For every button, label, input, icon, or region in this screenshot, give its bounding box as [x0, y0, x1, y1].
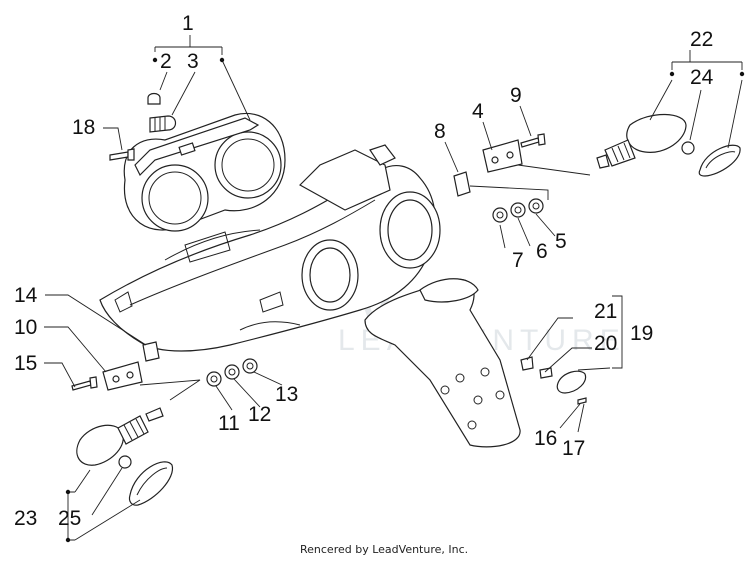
screw-16-17 — [577, 397, 587, 405]
plate-light-bulb-20 — [539, 367, 553, 379]
plate-light-holder-21 — [520, 356, 534, 371]
callout-23: 23 — [14, 507, 37, 530]
callout-5: 5 — [555, 230, 567, 253]
callout-labels: 1 2 3 4 5 6 7 8 9 10 11 12 13 14 15 16 1… — [14, 12, 714, 530]
callout-3: 3 — [187, 50, 199, 73]
bracket-10 — [102, 361, 143, 391]
callout-13: 13 — [275, 383, 298, 406]
callout-16: 16 — [534, 427, 557, 450]
clip-8 — [453, 171, 471, 197]
callout-9: 9 — [510, 84, 522, 107]
callout-12: 12 — [248, 403, 271, 426]
license-plate-holder — [364, 278, 521, 448]
bulb-24 — [681, 141, 695, 155]
callout-7: 7 — [512, 249, 524, 272]
washers-11-12-13 — [206, 358, 258, 387]
callout-21: 21 — [594, 300, 617, 323]
screw-9 — [520, 133, 546, 148]
callout-24: 24 — [690, 66, 714, 89]
callout-4: 4 — [472, 100, 484, 123]
bulb-25 — [118, 455, 132, 469]
callout-20: 20 — [594, 332, 617, 355]
footer-credit: Rencered by LeadVenture, Inc. — [300, 543, 468, 556]
turn-signal-right — [596, 113, 687, 169]
callout-18: 18 — [72, 116, 95, 139]
bulb-3 — [149, 115, 177, 133]
callout-14: 14 — [14, 284, 38, 307]
callout-1: 1 — [182, 12, 194, 35]
callout-6: 6 — [536, 240, 548, 263]
clip-14 — [142, 341, 160, 362]
callout-11: 11 — [218, 412, 240, 435]
callout-15: 15 — [14, 352, 37, 375]
bulb-2 — [147, 92, 161, 105]
callout-10: 10 — [14, 316, 37, 339]
screw-18 — [109, 148, 135, 161]
turn-signal-left — [76, 407, 164, 466]
callout-19: 19 — [630, 322, 653, 345]
leader-dots — [65, 57, 745, 543]
lens-right — [698, 144, 741, 177]
lens-left — [128, 461, 173, 506]
plate-light-lens — [556, 370, 587, 394]
washers-5-6-7 — [492, 198, 544, 223]
callout-17: 17 — [562, 437, 585, 460]
tail-light-assembly — [123, 113, 286, 232]
screw-15 — [71, 376, 98, 391]
callout-8: 8 — [434, 120, 446, 143]
callout-25: 25 — [58, 507, 81, 530]
rear-body-frame — [99, 144, 441, 352]
callout-2: 2 — [160, 50, 172, 73]
callout-22: 22 — [690, 28, 713, 51]
bracket-4 — [482, 139, 523, 173]
